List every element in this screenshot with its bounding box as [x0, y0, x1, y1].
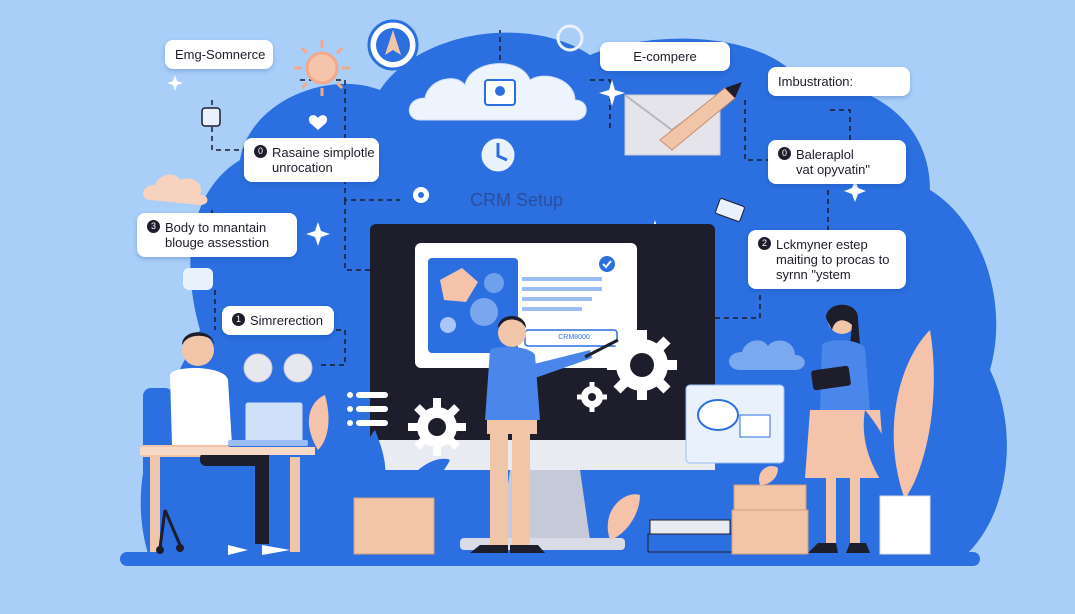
- boxes-right: [731, 465, 809, 555]
- bubble-ecommerce-center: E-compere: [600, 42, 730, 71]
- heart-icon: [308, 115, 328, 130]
- floor: [120, 552, 980, 566]
- bubble-line-2: vat opyvatin": [796, 162, 870, 177]
- step-number: 2: [758, 237, 771, 250]
- gear-icon-large: [607, 330, 677, 400]
- bubble-text: Emg-Somnerce: [175, 47, 266, 62]
- blue-dot: [600, 165, 620, 185]
- person-presenting: [470, 316, 619, 553]
- bubble-line-1: 2 Lckmyner estep: [758, 237, 896, 252]
- bubble-line-1: 3 Body to mnantain: [147, 220, 287, 235]
- gear-icon-small: [577, 382, 607, 412]
- bubble-line-1: 0 Baleraplol: [778, 147, 896, 162]
- ring-icon: [556, 24, 584, 52]
- coin-icons: [243, 353, 313, 383]
- bubble-text: Imbustration:: [778, 74, 854, 89]
- page-title: CRM Setup: [470, 190, 564, 210]
- clock-icon: [478, 135, 518, 175]
- plant-left: [308, 395, 450, 555]
- cloud-small-right: [728, 340, 805, 370]
- bubble-text: E-compere: [633, 49, 697, 64]
- step-number: 0: [778, 147, 791, 160]
- laptop-icon: [228, 401, 308, 446]
- dollar-chat-icon: [685, 384, 785, 464]
- bubble-line-1: 0 Rasaine simplotle: [254, 145, 375, 160]
- sun-icon: [294, 40, 350, 96]
- books: [607, 494, 733, 553]
- bubble-step-bal: 0 Baleraplol vat opyvatin": [768, 140, 906, 184]
- step-number: 1: [232, 313, 245, 326]
- plant-right: [863, 330, 985, 555]
- bubble-text: Body to mnantain: [165, 220, 267, 235]
- bubble-step-1: 1 Simrerection: [222, 306, 334, 335]
- bubble-text: Baleraplol: [796, 147, 854, 162]
- gear-icon: [413, 187, 429, 203]
- compass-icon: [367, 19, 419, 71]
- bubble-instruction: Imbustration:: [768, 67, 910, 96]
- bubble-text: Lckmyner estep: [776, 237, 868, 252]
- screen-window: [415, 243, 637, 368]
- pencil-icon: [659, 82, 742, 151]
- bubble-line-2: blouge assesstion: [165, 235, 270, 250]
- bubble-line-2: maiting to procas to: [776, 252, 890, 267]
- screen-button-label: CRM8000: [558, 334, 590, 341]
- bubble-line-2: unrocation: [272, 160, 333, 175]
- tag-icon: [715, 198, 745, 222]
- bubble-text: Rasaine simplotle: [272, 145, 375, 160]
- bubble-text: Simrerection: [250, 313, 323, 328]
- step-number: 3: [147, 220, 160, 233]
- cloud-icon: [408, 63, 587, 121]
- bubble-step-2: 2 Lckmyner estep maiting to procas to syr…: [748, 230, 906, 289]
- bubble-line-1: 1 Simrerection: [232, 313, 324, 328]
- bubble-step-o: 0 Rasaine simplotle unrocation: [244, 138, 379, 182]
- gear-icon-medium: [408, 398, 466, 456]
- step-number: 0: [254, 145, 267, 158]
- cloud-small-left: [143, 174, 208, 205]
- small-icon-boxes: [183, 107, 221, 290]
- list-icon: [347, 392, 388, 426]
- bubble-step-3: 3 Body to mnantain blouge assesstion: [137, 213, 297, 257]
- bubble-line-3: syrnn "ystem: [776, 267, 851, 282]
- bubble-ecommerce-left: Emg-Somnerce: [165, 40, 273, 69]
- person-at-desk: [140, 332, 315, 555]
